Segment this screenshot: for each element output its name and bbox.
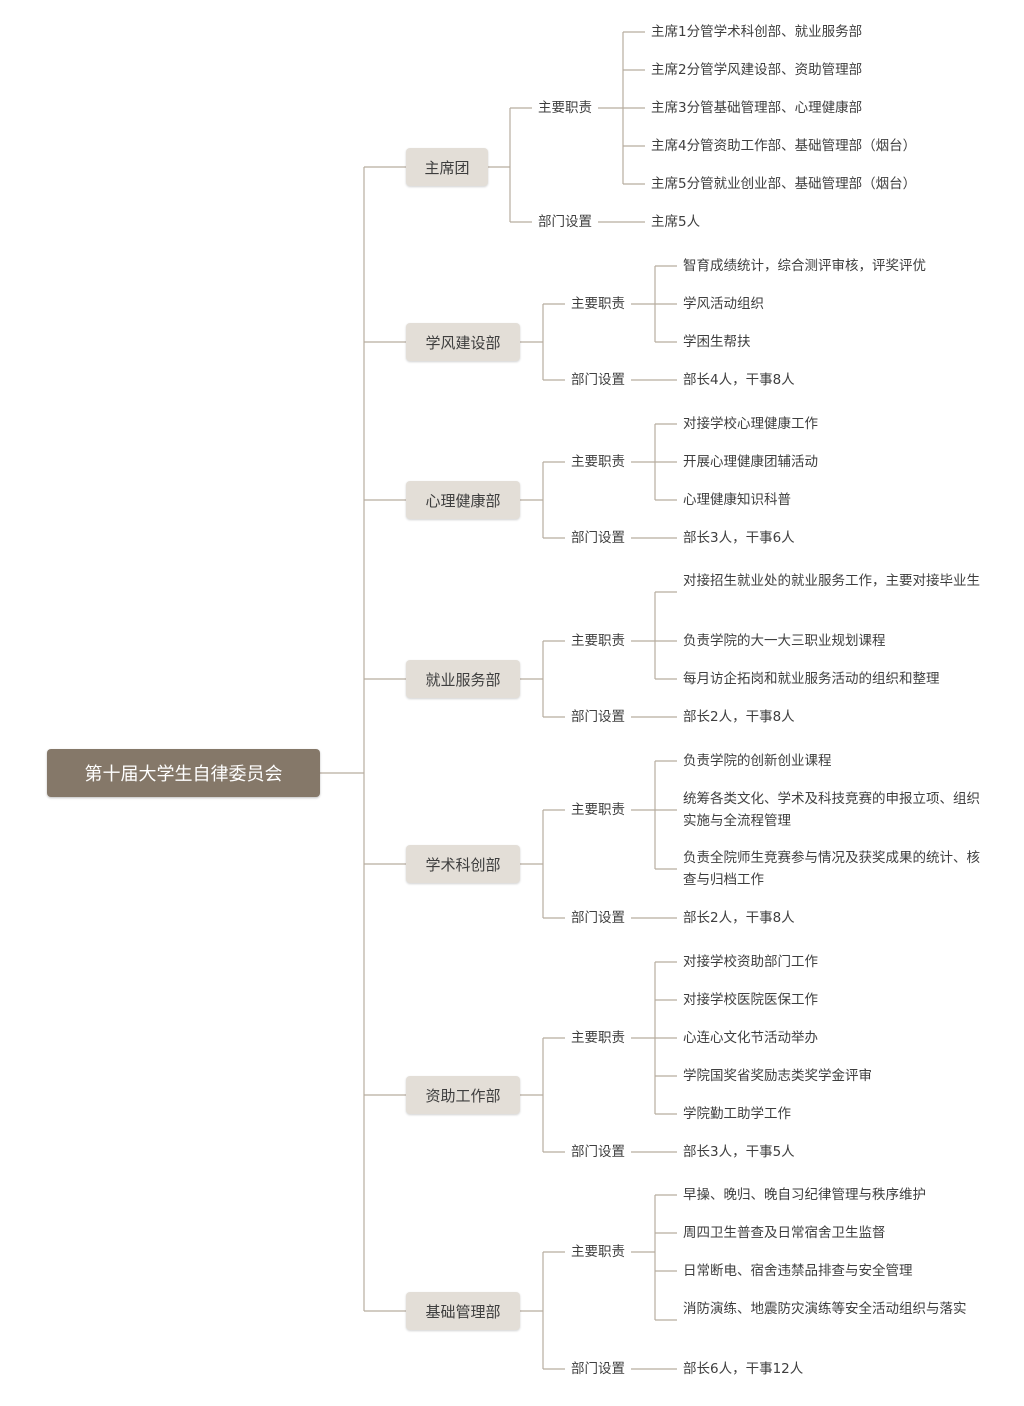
setup-label[interactable]: 部门设置	[571, 372, 625, 388]
duty-item: 负责学院的创新创业课程	[683, 753, 832, 769]
duty-item: 心连心文化节活动举办	[683, 1030, 818, 1046]
duty-item: 对接招生就业处的就业服务工作，主要对接毕业生	[683, 573, 980, 589]
duty-item: 主席4分管资助工作部、基础管理部（烟台）	[651, 138, 917, 154]
setup-label[interactable]: 部门设置	[571, 709, 625, 725]
duty-item: 日常断电、宿舍违禁品排查与安全管理	[683, 1263, 913, 1279]
duty-item: 学风活动组织	[683, 296, 764, 312]
dept-node-basic-management[interactable]: 基础管理部	[406, 1292, 520, 1330]
dept-node-financial-aid[interactable]: 资助工作部	[406, 1076, 520, 1114]
duty-item: 主席2分管学风建设部、资助管理部	[651, 62, 863, 78]
duty-item: 主席1分管学术科创部、就业服务部	[651, 24, 863, 40]
duties-label[interactable]: 主要职责	[571, 1030, 625, 1046]
duty-item: 负责学院的大一大三职业规划课程	[683, 633, 886, 649]
duty-item: 心理健康知识科普	[683, 492, 791, 508]
duty-item: 智育成绩统计，综合测评审核，评奖评优	[683, 258, 926, 274]
duty-item: 负责全院师生竞赛参与情况及获奖成果的统计、核查与归档工作	[683, 850, 980, 888]
setup-value: 部长3人，干事5人	[683, 1144, 795, 1160]
duties-label[interactable]: 主要职责	[571, 296, 625, 312]
setup-label[interactable]: 部门设置	[538, 214, 592, 230]
duties-label[interactable]: 主要职责	[571, 1244, 625, 1260]
duty-item: 统筹各类文化、学术及科技竞赛的申报立项、组织实施与全流程管理	[683, 791, 980, 829]
duties-label[interactable]: 主要职责	[571, 454, 625, 470]
setup-label[interactable]: 部门设置	[571, 910, 625, 926]
duty-item: 对接学校资助部门工作	[683, 954, 818, 970]
duties-label[interactable]: 主要职责	[571, 802, 625, 818]
duty-item: 学困生帮扶	[683, 334, 751, 350]
duty-item: 消防演练、地震防灾演练等安全活动组织与落实	[683, 1301, 967, 1317]
setup-value: 主席5人	[651, 214, 701, 230]
duty-item: 学院国奖省奖励志类奖学金评审	[683, 1068, 872, 1084]
duty-item: 对接学校心理健康工作	[683, 416, 818, 432]
duties-label[interactable]: 主要职责	[538, 100, 592, 116]
duty-item: 学院勤工助学工作	[683, 1106, 791, 1122]
duty-item: 对接学校医院医保工作	[683, 992, 818, 1008]
setup-label[interactable]: 部门设置	[571, 530, 625, 546]
duty-item: 主席3分管基础管理部、心理健康部	[651, 100, 863, 116]
duties-label[interactable]: 主要职责	[571, 633, 625, 649]
dept-node-employment[interactable]: 就业服务部	[406, 660, 520, 698]
dept-node-study-style[interactable]: 学风建设部	[406, 323, 520, 361]
duty-item: 早操、晚归、晚自习纪律管理与秩序维护	[683, 1187, 926, 1203]
setup-value: 部长6人，干事12人	[683, 1361, 804, 1377]
dept-node-presidium[interactable]: 主席团	[406, 148, 488, 186]
root-node[interactable]: 第十届大学生自律委员会	[47, 749, 320, 797]
duty-item: 开展心理健康团辅活动	[683, 454, 818, 470]
duty-item: 每月访企拓岗和就业服务活动的组织和整理	[683, 671, 940, 687]
setup-value: 部长2人，干事8人	[683, 910, 795, 926]
setup-label[interactable]: 部门设置	[571, 1144, 625, 1160]
setup-value: 部长3人，干事6人	[683, 530, 795, 546]
setup-label[interactable]: 部门设置	[571, 1361, 625, 1377]
duty-item: 主席5分管就业创业部、基础管理部（烟台）	[651, 176, 917, 192]
dept-node-academic-innovation[interactable]: 学术科创部	[406, 845, 520, 883]
setup-value: 部长2人，干事8人	[683, 709, 795, 725]
duty-item: 周四卫生普查及日常宿舍卫生监督	[683, 1225, 886, 1241]
setup-value: 部长4人，干事8人	[683, 372, 795, 388]
dept-node-mental-health[interactable]: 心理健康部	[406, 481, 520, 519]
